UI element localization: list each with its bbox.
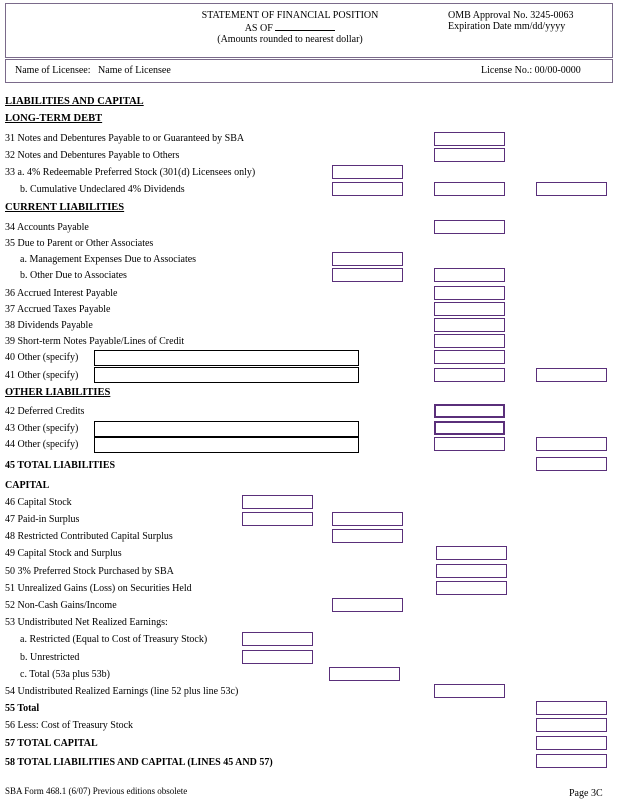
line-33b-field-2[interactable] bbox=[434, 182, 505, 196]
section-liabilities-capital: LIABILITIES AND CAPITAL bbox=[5, 96, 144, 107]
line-52-field[interactable] bbox=[332, 598, 403, 612]
line-55-field[interactable] bbox=[536, 701, 607, 715]
line-39: 39 Short-term Notes Payable/Lines of Cre… bbox=[5, 336, 185, 347]
line-35b-field-1[interactable] bbox=[332, 268, 403, 282]
line-33a: 33 a. 4% Redeemable Preferred Stock (301… bbox=[5, 167, 256, 178]
line-53c-field[interactable] bbox=[329, 667, 400, 681]
section-other-liabilities: OTHER LIABILITIES bbox=[5, 387, 111, 398]
line-37: 37 Accrued Taxes Payable bbox=[5, 304, 111, 315]
line-53: 53 Undistributed Net Realized Earnings: bbox=[5, 617, 168, 628]
line-52: 52 Non-Cash Gains/Income bbox=[5, 600, 117, 611]
omb-block: OMB Approval No. 3245-0063 Expiration Da… bbox=[448, 10, 574, 32]
line-43-field[interactable] bbox=[434, 421, 505, 435]
line-50: 50 3% Preferred Stock Purchased by SBA bbox=[5, 566, 174, 577]
line-51: 51 Unrealized Gains (Loss) on Securities… bbox=[5, 583, 192, 594]
line-36: 36 Accrued Interest Payable bbox=[5, 288, 118, 299]
line-57: 57 TOTAL CAPITAL bbox=[5, 738, 98, 749]
line-42: 42 Deferred Credits bbox=[5, 406, 85, 417]
header-frame bbox=[5, 3, 613, 58]
line-37-field[interactable] bbox=[434, 302, 505, 316]
line-41-specify-field[interactable] bbox=[94, 367, 359, 383]
line-41-field[interactable] bbox=[434, 368, 505, 382]
line-33b-field-1[interactable] bbox=[332, 182, 403, 196]
line-35a: a. Management Expenses Due to Associates bbox=[20, 254, 197, 265]
line-47-field-2[interactable] bbox=[332, 512, 403, 526]
line-57-field[interactable] bbox=[536, 736, 607, 750]
line-43-specify-field[interactable] bbox=[94, 421, 359, 437]
line-38-field[interactable] bbox=[434, 318, 505, 332]
form-title: STATEMENT OF FINANCIAL POSITION bbox=[201, 10, 379, 21]
line-35: 35 Due to Parent or Other Associates bbox=[5, 238, 154, 249]
line-56: 56 Less: Cost of Treasury Stock bbox=[5, 720, 134, 731]
licensee-name: Name of Licensee: Name of Licensee bbox=[15, 65, 171, 76]
line-56-field[interactable] bbox=[536, 718, 607, 732]
line-39-field[interactable] bbox=[434, 334, 505, 348]
line-40-specify-field[interactable] bbox=[94, 350, 359, 366]
license-number-value[interactable]: 00/00-0000 bbox=[534, 65, 581, 76]
line-46: 46 Capital Stock bbox=[5, 497, 72, 508]
line-40: 40 Other (specify) bbox=[5, 352, 79, 363]
line-35b: b. Other Due to Associates bbox=[20, 270, 127, 281]
line-58: 58 TOTAL LIABILITIES AND CAPITAL (LINES … bbox=[5, 757, 273, 768]
line-49-field[interactable] bbox=[436, 546, 507, 560]
line-33b-field-3[interactable] bbox=[536, 182, 607, 196]
section-capital: CAPITAL bbox=[5, 480, 50, 491]
header-title-block: STATEMENT OF FINANCIAL POSITION AS OF (A… bbox=[150, 10, 430, 45]
line-42-field[interactable] bbox=[434, 404, 505, 418]
line-49: 49 Capital Stock and Surplus bbox=[5, 548, 122, 559]
section-current-liabilities: CURRENT LIABILITIES bbox=[5, 202, 125, 213]
line-53b: b. Unrestricted bbox=[20, 652, 80, 663]
line-47: 47 Paid-in Surplus bbox=[5, 514, 80, 525]
line-43: 43 Other (specify) bbox=[5, 423, 79, 434]
line-54-field[interactable] bbox=[434, 684, 505, 698]
line-58-field[interactable] bbox=[536, 754, 607, 768]
licensee-frame bbox=[5, 59, 613, 83]
line-51-field[interactable] bbox=[436, 581, 507, 595]
line-35a-field[interactable] bbox=[332, 252, 403, 266]
line-31: 31 Notes and Debentures Payable to or Gu… bbox=[5, 133, 245, 144]
line-46-field[interactable] bbox=[242, 495, 313, 509]
line-53a: a. Restricted (Equal to Cost of Treasury… bbox=[20, 634, 208, 645]
line-54: 54 Undistributed Realized Earnings (line… bbox=[5, 686, 239, 697]
line-34-field[interactable] bbox=[434, 220, 505, 234]
page-number: Page 3C bbox=[569, 788, 603, 799]
line-53c: c. Total (53a plus 53b) bbox=[20, 669, 110, 680]
line-35b-field-2[interactable] bbox=[434, 268, 505, 282]
line-44-specify-field[interactable] bbox=[94, 437, 359, 453]
line-53a-field[interactable] bbox=[242, 632, 313, 646]
as-of-label: AS OF bbox=[150, 21, 430, 34]
line-44: 44 Other (specify) bbox=[5, 439, 79, 450]
line-44-total-field[interactable] bbox=[536, 437, 607, 451]
line-50-field[interactable] bbox=[436, 564, 507, 578]
line-44-field[interactable] bbox=[434, 437, 505, 451]
line-45-field[interactable] bbox=[536, 457, 607, 471]
line-32-field[interactable] bbox=[434, 148, 505, 162]
line-41: 41 Other (specify) bbox=[5, 370, 79, 381]
license-number: License No.: 00/00-0000 bbox=[481, 65, 581, 76]
line-32: 32 Notes and Debentures Payable to Other… bbox=[5, 150, 180, 161]
line-33b: b. Cumulative Undeclared 4% Dividends bbox=[20, 184, 185, 195]
line-45: 45 TOTAL LIABILITIES bbox=[5, 460, 116, 471]
form-subtitle: (Amounts rounded to nearest dollar) bbox=[217, 34, 363, 45]
line-31-field[interactable] bbox=[434, 132, 505, 146]
section-long-term-debt: LONG-TERM DEBT bbox=[5, 113, 103, 124]
line-36-field[interactable] bbox=[434, 286, 505, 300]
line-34: 34 Accounts Payable bbox=[5, 222, 89, 233]
line-47-field-1[interactable] bbox=[242, 512, 313, 526]
line-40-field[interactable] bbox=[434, 350, 505, 364]
omb-number: OMB Approval No. 3245-0063 bbox=[448, 10, 574, 21]
licensee-name-value[interactable]: Name of Licensee bbox=[98, 65, 171, 76]
line-53b-field[interactable] bbox=[242, 650, 313, 664]
expiration-date: Expiration Date mm/dd/yyyy bbox=[448, 21, 566, 32]
line-48-field[interactable] bbox=[332, 529, 403, 543]
line-38: 38 Dividends Payable bbox=[5, 320, 93, 331]
as-of-date-field[interactable] bbox=[275, 21, 336, 31]
line-55: 55 Total bbox=[5, 703, 40, 714]
form-footer: SBA Form 468.1 (6/07) Previous editions … bbox=[5, 786, 188, 796]
line-41-total-field[interactable] bbox=[536, 368, 607, 382]
line-48: 48 Restricted Contributed Capital Surplu… bbox=[5, 531, 173, 542]
line-33a-field[interactable] bbox=[332, 165, 403, 179]
